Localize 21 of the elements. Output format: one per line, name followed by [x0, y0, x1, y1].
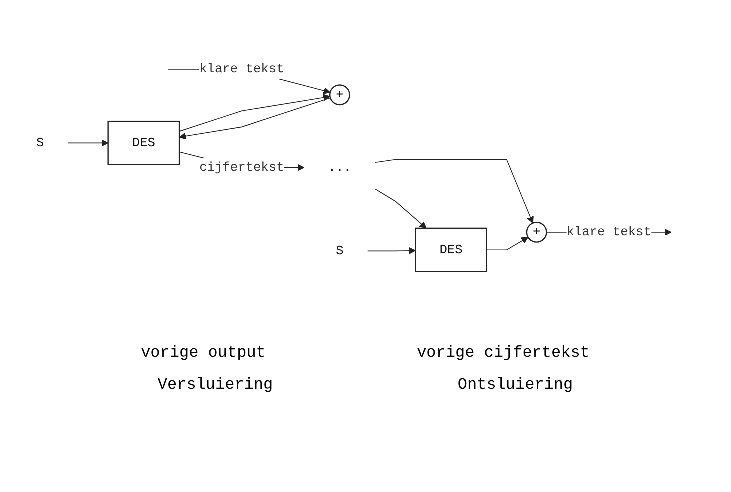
edge-label: klare tekst: [199, 62, 284, 77]
arrow: [366, 247, 416, 254]
arrow: [178, 98, 330, 140]
edge-label: klare tekst: [566, 225, 651, 240]
node-text: S: [36, 136, 44, 150]
node-box: DES: [107, 120, 180, 166]
section-caption: Versluiering: [158, 376, 274, 394]
arrow: [67, 140, 108, 147]
arrow: [178, 94, 330, 132]
arrow: [374, 188, 426, 229]
node-text: ...: [328, 160, 351, 175]
node-circle: +: [328, 84, 350, 106]
arrow: [486, 237, 528, 250]
section-caption: Ontsluiering: [458, 376, 574, 394]
edge-label: cijfertekst: [199, 160, 284, 175]
arrow: [374, 159, 534, 224]
node-text: S: [336, 244, 344, 258]
feedback-label: vorige output: [141, 344, 266, 362]
feedback-label: vorige cijfertekst: [417, 344, 590, 362]
node-circle: +: [526, 222, 547, 243]
node-box: DES: [414, 228, 487, 272]
